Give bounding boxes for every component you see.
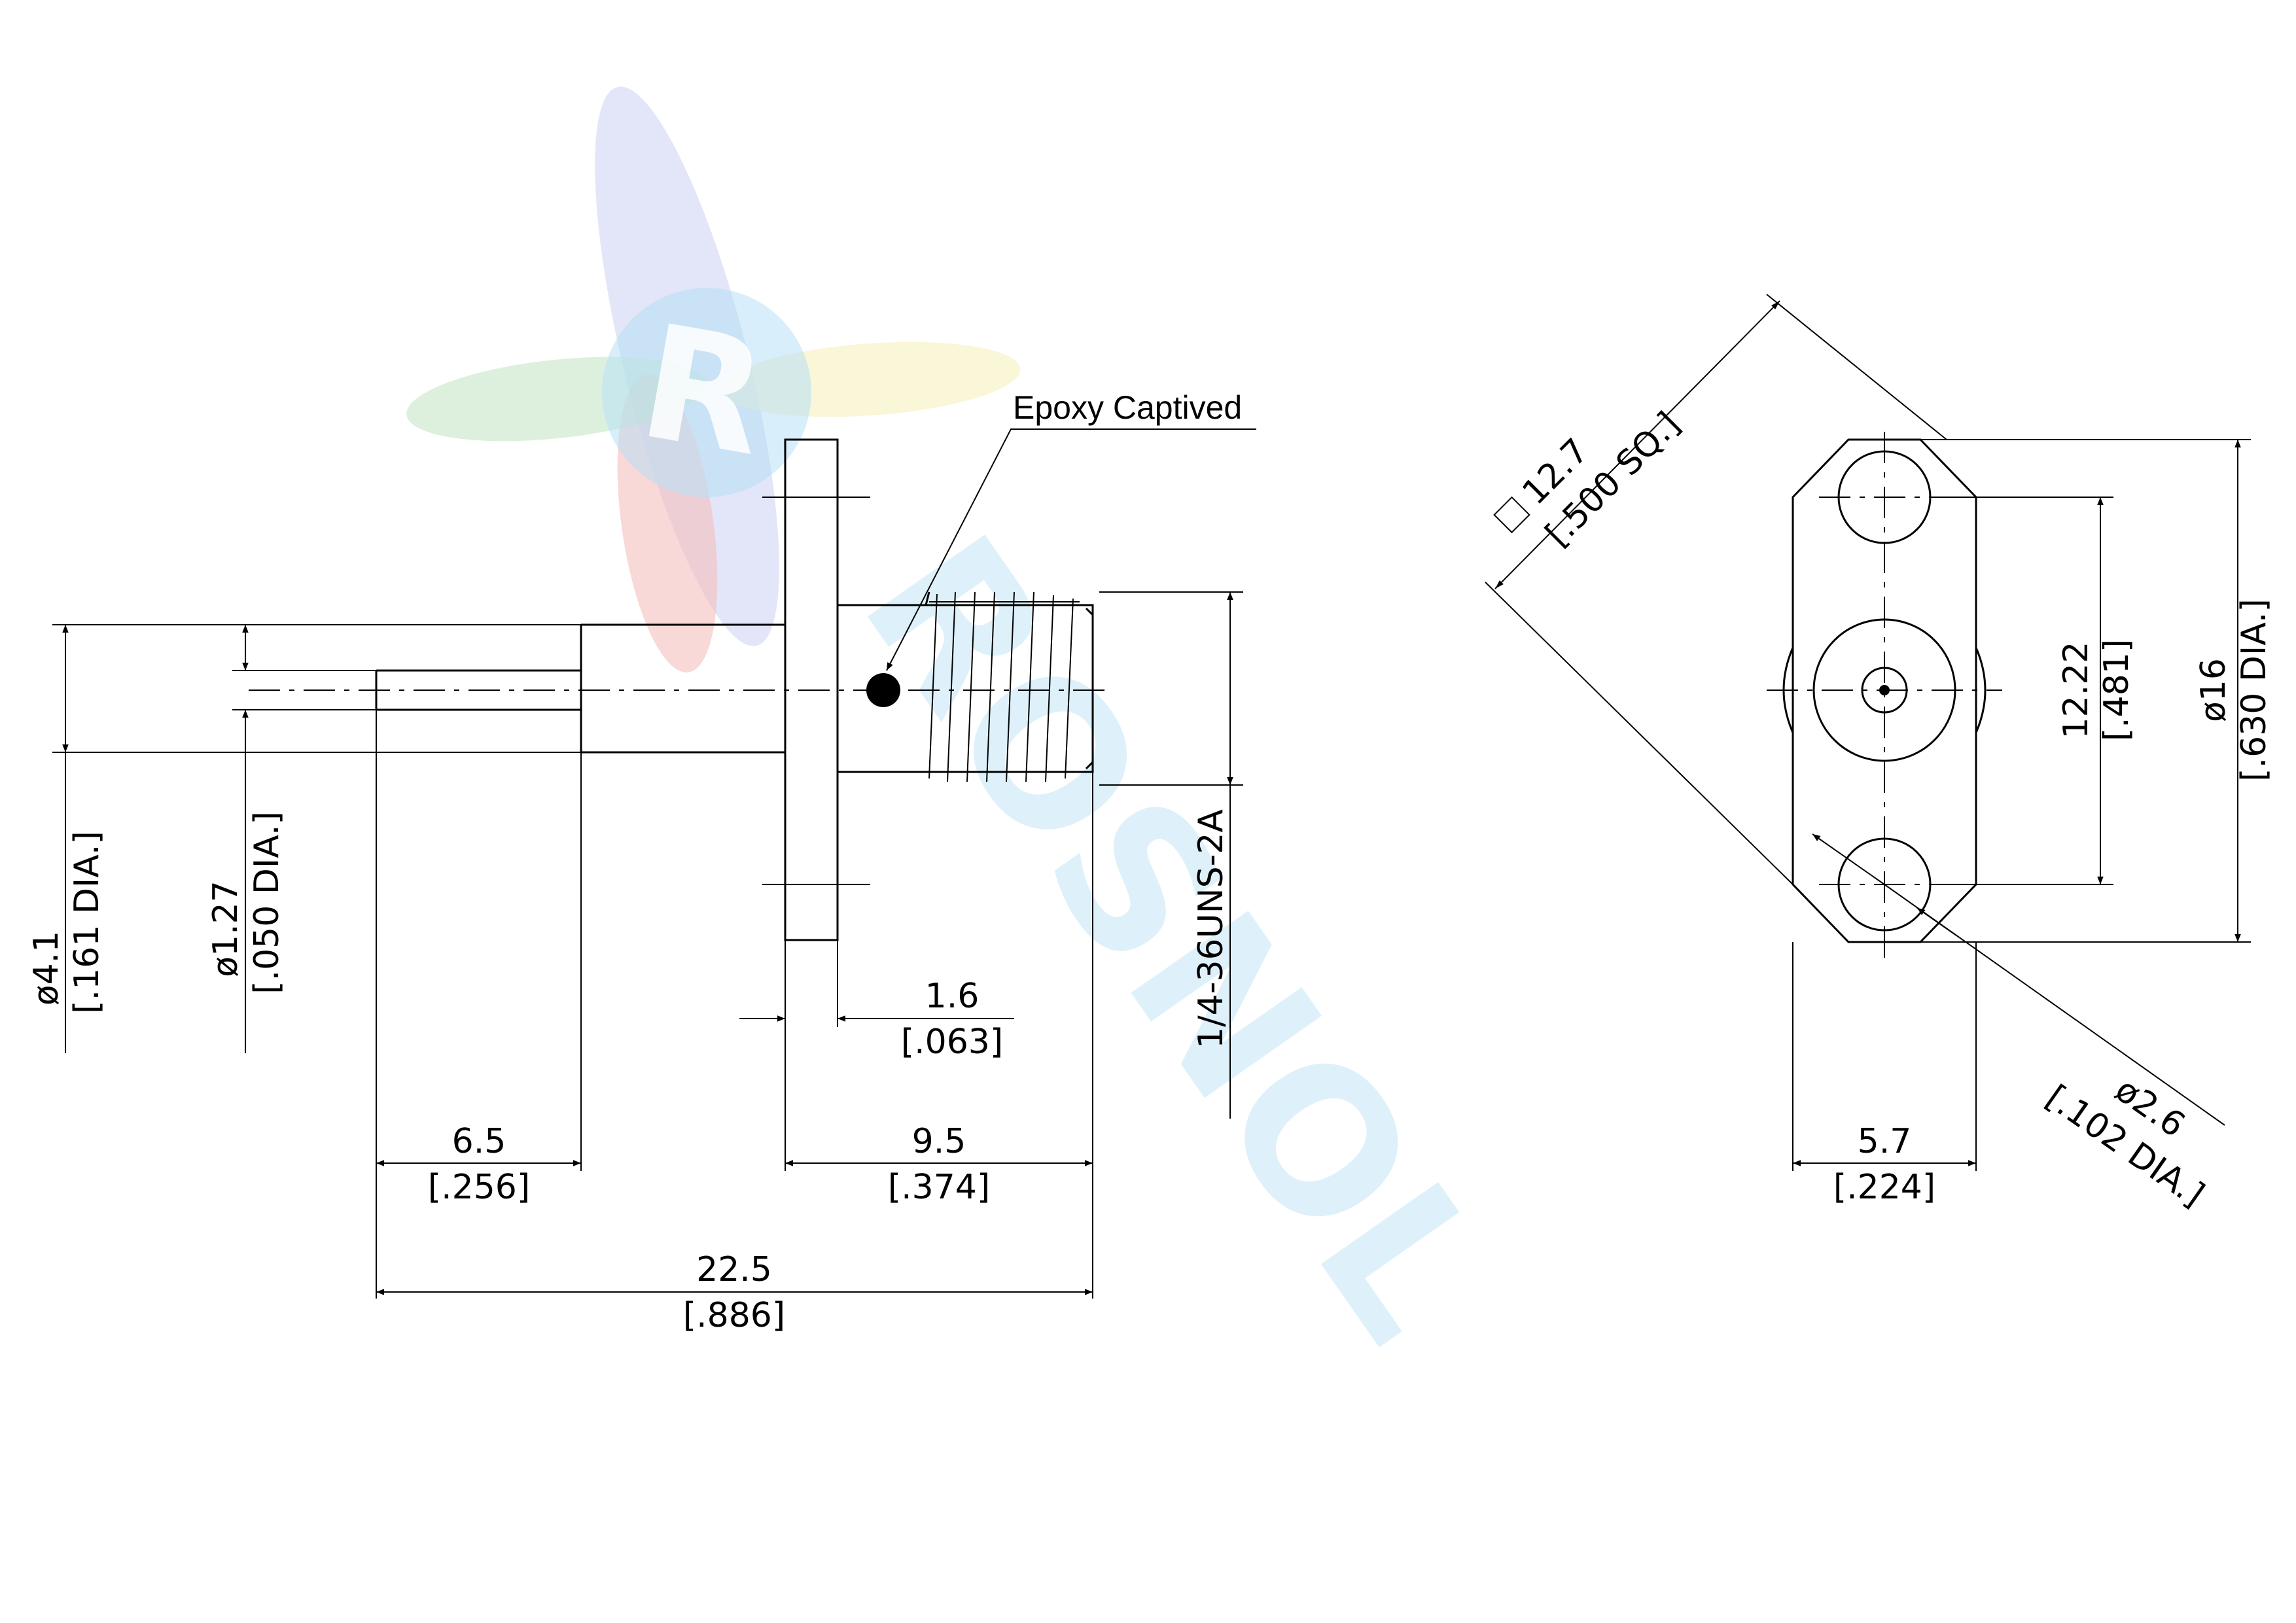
logo-ring-blue [595,86,779,646]
watermark-word: ROSNOL [819,498,1532,1378]
dim-thread-ext [1099,591,1243,786]
dim-body-dia-in: [.161 DIA.] [67,831,107,1013]
dim-flangedia: ø16 [2194,658,2233,722]
logo-ring-red [617,374,718,672]
dim-pinlen-in: [.256] [428,1168,530,1207]
dim-threadlen-ext [785,772,1093,1299]
square-symbol [1493,496,1530,534]
dim-pin-dia: ø1.27 [206,881,245,977]
dim-spacing-in: [.481] [2097,639,2136,741]
dim-pin-dia-in: [.050 DIA.] [247,811,287,994]
dim-flangedia-in: [.630 DIA.] [2234,599,2274,781]
dim-spacing-ext [1930,497,2113,885]
dim-square-line [1494,300,1780,589]
dim-width-in: [.224] [1833,1168,1935,1207]
logo-center [602,288,811,497]
thread-teeth [928,591,1080,782]
dim-spacing: 12.22 [2057,642,2096,739]
body-outline [580,623,785,754]
side-view: Epoxy Captived ø4.1 [.161 DIA.] ø1.27 [.… [27,389,1256,1335]
logo-ring-green [406,357,706,442]
watermark-logo: R [406,86,1021,672]
logo-ring-yellow [720,341,1021,417]
thread-end [925,591,1094,770]
dim-width-ext [1792,942,1977,1171]
dim-pinlen-ext [376,710,582,1299]
front-view: 12.7 [.500 SQ.] 12.22 [.481] ø16 [.630 D… [1485,294,2274,1215]
dim-pin-ext [232,670,376,710]
dim-body-dia: ø4.1 [27,931,66,1006]
dim-threadlen-in: [.374] [888,1168,990,1207]
flange-hole-marks [762,497,870,885]
dim-flange-ext [785,940,838,1027]
dim-thread-spec: 1/4-36UNS-2A [1192,809,1231,1049]
dim-square-ext [1485,294,1947,885]
dim-threadlen: 9.5 [912,1122,966,1161]
dim-pinlen: 6.5 [452,1122,506,1161]
dim-flange-thk: 1.6 [925,977,980,1016]
dim-width: 5.7 [1858,1122,1912,1161]
epoxy-leader [886,428,1256,671]
dim-overall-in: [.886] [683,1296,785,1335]
dim-overall: 22.5 [696,1250,772,1289]
dim-flange-thk-in: [.063] [901,1022,1003,1062]
dim-body-ext [52,624,581,753]
epoxy-label: Epoxy Captived [1013,389,1242,426]
dim-hole-leader [1812,833,2225,1126]
